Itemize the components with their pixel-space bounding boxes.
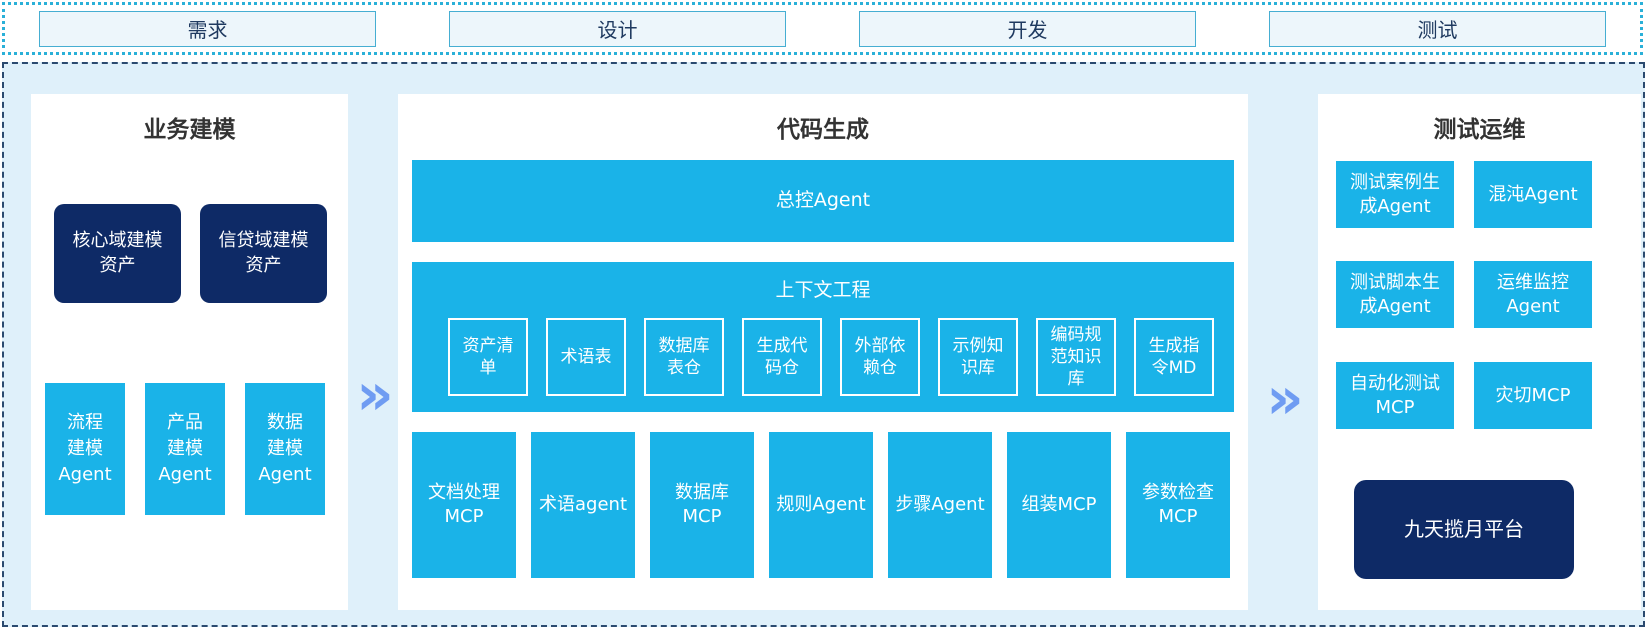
tool-box-terminology-agent: 术语agent — [531, 432, 635, 578]
box-test-script-gen-agent: 测试脚本生 成Agent — [1336, 261, 1454, 328]
context-item-row: 资产清 单 术语表 数据库 表仓 生成代 码仓 外部依 赖仓 示例知 识库 编码… — [448, 318, 1214, 396]
box-test-case-gen-agent: 测试案例生 成Agent — [1336, 161, 1454, 228]
tool-box-rules-agent: 规则Agent — [769, 432, 873, 578]
tool-box-assembly-mcp: 组装MCP — [1007, 432, 1111, 578]
agent-box-data-modeling: 数据 建模 Agent — [245, 383, 325, 515]
asset-box-core-domain: 核心域建模 资产 — [54, 204, 181, 303]
panel-title-business-modeling: 业务建模 — [143, 117, 236, 143]
context-item-instruction-md: 生成指 令MD — [1134, 318, 1214, 396]
box-automated-test-mcp: 自动化测试 MCP — [1336, 362, 1454, 429]
context-item-example-kb: 示例知 识库 — [938, 318, 1018, 396]
master-agent-bar: 总控Agent — [412, 160, 1234, 242]
platform-box-jiutian-lanyue: 九天揽月平台 — [1354, 480, 1574, 579]
box-chaos-agent: 混沌Agent — [1474, 161, 1592, 228]
modeling-agent-row: 流程 建模 Agent 产品 建模 Agent 数据 建模 Agent — [45, 383, 325, 515]
test-ops-row-2: 测试脚本生 成Agent 运维监控 Agent — [1336, 261, 1592, 328]
chevron-right-icon: » — [1266, 364, 1304, 432]
panel-business-modeling: 业务建模 核心域建模 资产 信贷域建模 资产 流程 建模 Agent 产品 建模… — [31, 94, 348, 610]
phase-box-development: 开发 — [859, 10, 1196, 47]
box-disaster-switch-mcp: 灾切MCP — [1474, 362, 1592, 429]
panel-title-code-generation: 代码生成 — [777, 117, 869, 143]
tool-box-database-mcp: 数据库 MCP — [650, 432, 754, 578]
context-engineering-block: 上下文工程 资产清 单 术语表 数据库 表仓 生成代 码仓 外部依 赖仓 示例知… — [412, 262, 1234, 412]
agent-box-process-modeling: 流程 建模 Agent — [45, 383, 125, 515]
box-ops-monitor-agent: 运维监控 Agent — [1474, 261, 1592, 328]
test-ops-row-1: 测试案例生 成Agent 混沌Agent — [1336, 161, 1592, 228]
main-canvas: 业务建模 核心域建模 资产 信贷域建模 资产 流程 建模 Agent 产品 建模… — [2, 62, 1645, 627]
panel-test-ops: 测试运维 测试案例生 成Agent 混沌Agent 测试脚本生 成Agent 运… — [1318, 94, 1641, 610]
agent-box-product-modeling: 产品 建模 Agent — [145, 383, 225, 515]
context-item-glossary: 术语表 — [546, 318, 626, 396]
panel-title-test-ops: 测试运维 — [1433, 117, 1526, 143]
phase-box-design: 设计 — [449, 10, 786, 47]
context-item-asset-list: 资产清 单 — [448, 318, 528, 396]
phase-box-requirements: 需求 — [39, 10, 376, 47]
asset-box-row: 核心域建模 资产 信贷域建模 资产 — [54, 204, 327, 303]
asset-box-credit-domain: 信贷域建模 资产 — [200, 204, 327, 303]
phase-box-testing: 测试 — [1269, 10, 1606, 47]
tool-box-doc-processing-mcp: 文档处理 MCP — [412, 432, 516, 578]
tool-box-steps-agent: 步骤Agent — [888, 432, 992, 578]
phase-strip: 需求 设计 开发 测试 — [2, 2, 1643, 55]
panel-code-generation: 代码生成 总控Agent 上下文工程 资产清 单 术语表 数据库 表仓 生成代 … — [398, 94, 1248, 610]
context-item-db-table-repo: 数据库 表仓 — [644, 318, 724, 396]
tool-box-param-check-mcp: 参数检查 MCP — [1126, 432, 1230, 578]
context-item-coding-standard-kb: 编码规 范知识 库 — [1036, 318, 1116, 396]
context-engineering-title: 上下文工程 — [775, 279, 871, 301]
context-item-external-deps-repo: 外部依 赖仓 — [840, 318, 920, 396]
chevron-right-icon: » — [356, 360, 394, 428]
test-ops-row-3: 自动化测试 MCP 灾切MCP — [1336, 362, 1592, 429]
tool-box-row: 文档处理 MCP 术语agent 数据库 MCP 规则Agent 步骤Agent… — [412, 432, 1230, 578]
context-item-generated-code-repo: 生成代 码仓 — [742, 318, 822, 396]
